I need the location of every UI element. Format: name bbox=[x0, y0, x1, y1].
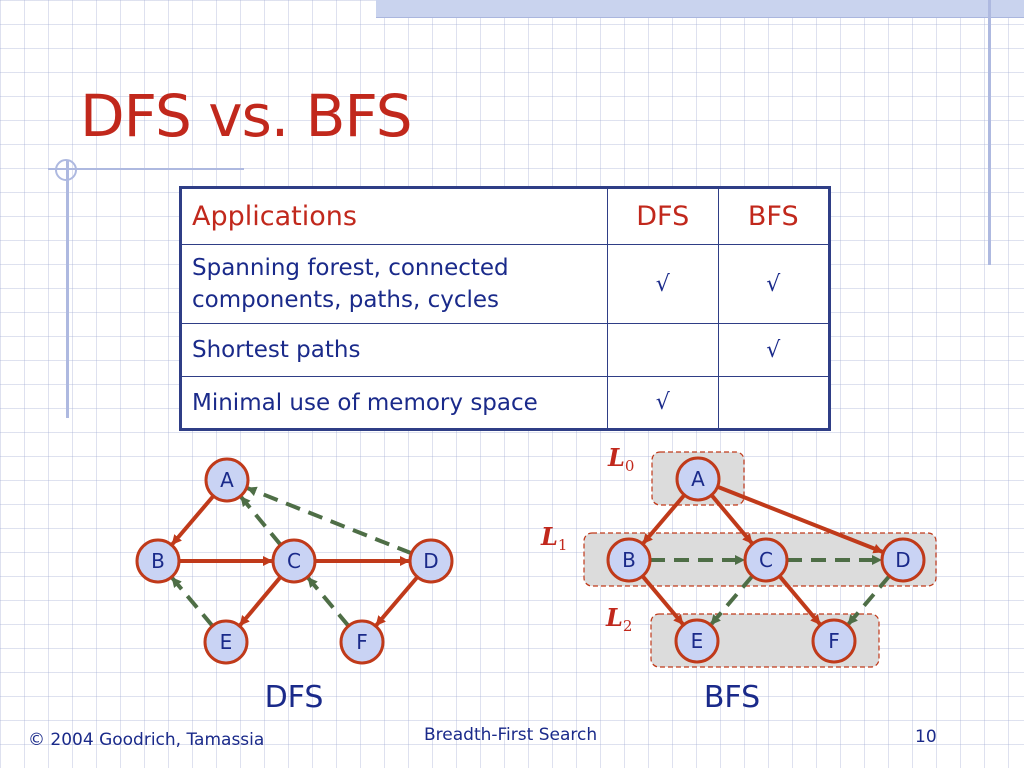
dfs-node-label: C bbox=[287, 549, 301, 573]
bfs-node-label: B bbox=[622, 548, 636, 572]
dfs-node-label: D bbox=[423, 549, 438, 573]
bfs-node-circle bbox=[811, 618, 857, 664]
bfs-node-c: C bbox=[743, 537, 789, 583]
table-row: Shortest paths √ bbox=[180, 323, 830, 377]
row-bfs-check: √ bbox=[717, 244, 830, 324]
bfs-edge-D-F bbox=[846, 574, 891, 626]
bfs-node-a: A bbox=[675, 456, 721, 502]
dfs-caption: DFS bbox=[265, 680, 324, 715]
bfs-node-f: F bbox=[811, 618, 857, 664]
bfs-edge-A-B bbox=[641, 493, 686, 545]
dfs-node-label: B bbox=[151, 549, 165, 573]
bfs-edge-A-D bbox=[716, 484, 884, 554]
row-application: Shortest paths bbox=[180, 323, 608, 377]
dfs-node-circle bbox=[203, 619, 249, 665]
bfs-node-label: F bbox=[828, 629, 840, 653]
dfs-node-b: B bbox=[135, 538, 181, 584]
right-decoration-rule bbox=[988, 0, 991, 265]
graph-edges bbox=[170, 484, 891, 628]
dfs-edge-E-B bbox=[170, 576, 215, 628]
applications-table: Applications DFS BFS Spanning forest, co… bbox=[179, 186, 831, 431]
bfs-edge-C-E bbox=[709, 574, 754, 626]
dfs-node-e: E bbox=[203, 619, 249, 665]
dfs-node-f: F bbox=[339, 619, 385, 665]
bfs-node-circle bbox=[743, 537, 789, 583]
table-row: Minimal use of memory space √ bbox=[180, 376, 830, 430]
dfs-edge-D-F bbox=[374, 575, 419, 627]
graph-nodes: A B C D E F A B C D E F bbox=[135, 456, 926, 665]
bfs-node-circle bbox=[675, 456, 721, 502]
footer-title: Breadth-First Search bbox=[424, 725, 598, 745]
bfs-node-circle bbox=[880, 537, 926, 583]
dfs-node-circle bbox=[135, 538, 181, 584]
bfs-node-e: E bbox=[674, 618, 720, 664]
left-decoration-rule bbox=[66, 160, 69, 418]
dfs-node-circle bbox=[339, 619, 385, 665]
bfs-level-label-2: L2 bbox=[605, 603, 632, 635]
dfs-edge-C-E bbox=[238, 575, 283, 627]
bfs-node-d: D bbox=[880, 537, 926, 583]
bfs-edge-C-F bbox=[777, 574, 822, 626]
footer-copyright: © 2004 Goodrich, Tamassia bbox=[28, 730, 265, 750]
bfs-node-label: D bbox=[895, 548, 910, 572]
dfs-node-circle bbox=[204, 457, 250, 503]
row-application: Minimal use of memory space bbox=[180, 376, 608, 430]
row-bfs-check: √ bbox=[717, 323, 830, 377]
bfs-node-b: B bbox=[606, 537, 652, 583]
dfs-edge-D-A bbox=[246, 486, 413, 556]
bfs-level-labels: L0 L1 L2 bbox=[540, 443, 634, 635]
bfs-node-label: C bbox=[759, 548, 773, 572]
table-row: Spanning forest, connected components, p… bbox=[180, 244, 830, 324]
row-dfs-check: √ bbox=[606, 376, 719, 430]
bfs-caption: BFS bbox=[704, 680, 760, 715]
bfs-level-label-1: L1 bbox=[540, 522, 567, 554]
row-bfs-check bbox=[717, 376, 830, 430]
header-bfs: BFS bbox=[717, 187, 830, 245]
bfs-level-label-0: L0 bbox=[607, 443, 634, 475]
dfs-edge-F-C bbox=[306, 576, 351, 628]
title-rule-circle bbox=[55, 159, 77, 181]
dfs-node-label: E bbox=[220, 630, 233, 654]
bfs-edge-B-E bbox=[640, 574, 685, 626]
dfs-node-circle bbox=[271, 538, 317, 584]
dfs-node-label: A bbox=[220, 468, 234, 492]
bfs-edge-A-C bbox=[709, 493, 754, 545]
bfs-node-label: A bbox=[691, 467, 705, 491]
footer-page-number: 10 bbox=[915, 727, 937, 747]
dfs-edge-C-A bbox=[239, 495, 283, 547]
dfs-edge-A-B bbox=[170, 494, 215, 546]
row-application: Spanning forest, connected components, p… bbox=[180, 244, 608, 324]
header-dfs: DFS bbox=[606, 187, 719, 245]
dfs-node-d: D bbox=[408, 538, 454, 584]
top-decoration-band bbox=[376, 0, 1024, 18]
dfs-node-c: C bbox=[271, 538, 317, 584]
title-underline-rule bbox=[48, 168, 244, 170]
dfs-node-circle bbox=[408, 538, 454, 584]
slide-title: DFS vs. BFS bbox=[80, 82, 413, 150]
bfs-node-circle bbox=[606, 537, 652, 583]
dfs-node-label: F bbox=[356, 630, 368, 654]
dfs-node-a: A bbox=[204, 457, 250, 503]
bfs-node-circle bbox=[674, 618, 720, 664]
bfs-node-label: E bbox=[691, 629, 704, 653]
